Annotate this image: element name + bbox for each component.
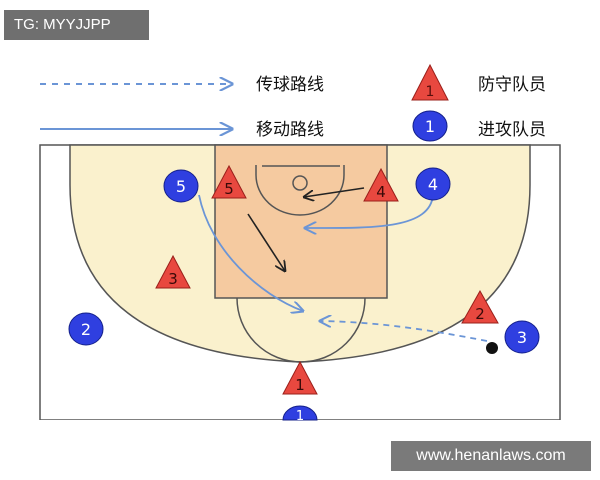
- watermark-bottom-right: www.henanlaws.com: [391, 441, 591, 471]
- court: [0, 144, 600, 480]
- legend-attacker-number: 1: [425, 117, 435, 136]
- move-route-5-cut: [198, 194, 303, 311]
- legend-move-label: 移动路线: [256, 120, 324, 140]
- legend-attacker-label: 进攻队员: [478, 120, 546, 140]
- legend-attacker-symbol: 1: [412, 110, 448, 142]
- legend: 传球路线 移动路线 1 防守队员 1 进攻队员: [40, 63, 546, 142]
- defenders: 5 4 3 2 1: [155, 164, 499, 395]
- defender-4: 4: [363, 167, 399, 202]
- defender-4-number: 4: [376, 183, 386, 201]
- defender-2-number: 2: [475, 305, 485, 323]
- attacker-4: 4: [415, 167, 451, 201]
- legend-pass-label: 传球路线: [256, 75, 324, 95]
- legend-defender-label: 防守队员: [478, 75, 546, 95]
- defender-1-number: 1: [295, 376, 305, 394]
- attacker-3-number: 3: [517, 328, 527, 347]
- defender-move-5-down: [247, 213, 285, 271]
- movement-paths: [198, 187, 498, 354]
- restricted-arc: [255, 165, 345, 216]
- hoop: [292, 175, 308, 191]
- attacker-3: 3: [504, 320, 540, 354]
- defender-5-number: 5: [224, 180, 234, 198]
- attacker-2: 2: [68, 312, 104, 346]
- free-throw-circle: [236, 297, 366, 363]
- attacker-4-number: 4: [428, 175, 438, 194]
- paint-lane: [214, 144, 388, 299]
- defender-2: 2: [461, 289, 499, 324]
- defender-move-4-to-hoop: [304, 187, 365, 197]
- attacker-2-number: 2: [81, 320, 91, 339]
- defender-5: 5: [211, 164, 247, 199]
- defender-3: 3: [155, 254, 191, 289]
- attacker-1: 1: [282, 405, 318, 424]
- attackers: 5 4 2 3 1: [68, 167, 540, 424]
- attacker-5: 5: [163, 169, 199, 203]
- legend-defender-number: 1: [426, 84, 435, 100]
- move-route-4-into-lane: [305, 194, 434, 228]
- ball: [486, 342, 498, 354]
- defender-1: 1: [282, 360, 318, 395]
- defender-3-number: 3: [168, 270, 178, 288]
- attacker-1-number: 1: [296, 409, 304, 424]
- attacker-5-number: 5: [176, 177, 186, 196]
- legend-defender-symbol: 1: [411, 63, 449, 101]
- watermark-top-left: TG: MYYJJPP: [4, 10, 149, 40]
- pass-route-3-to-center: [320, 321, 488, 342]
